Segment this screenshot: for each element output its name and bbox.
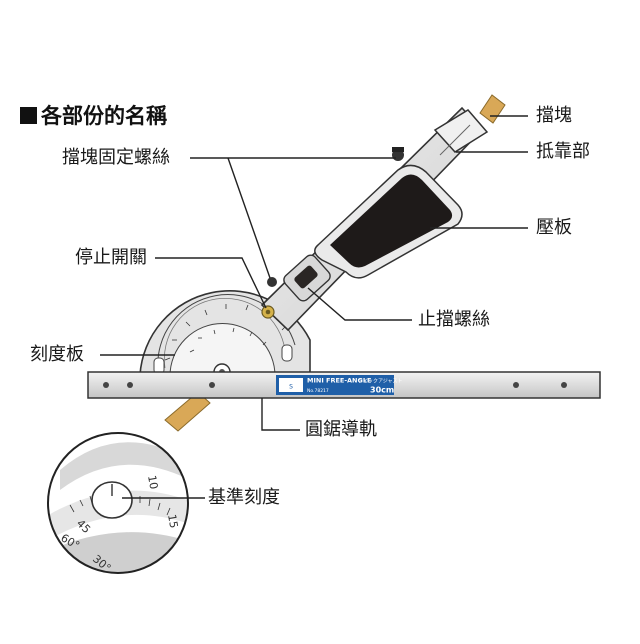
label-abutment: 抵靠部	[536, 141, 590, 162]
stop-switch-knob	[261, 305, 275, 319]
svg-text:S: S	[289, 384, 293, 391]
product-name: MINI FREE-ANGLE	[307, 377, 371, 385]
label-saw-rail: 圓鋸導軌	[305, 419, 377, 440]
leader-stop-switch	[155, 257, 267, 309]
heading-text: 各部份的名稱	[41, 104, 167, 128]
product-model: No.78217	[307, 388, 329, 394]
lower-knob	[267, 277, 277, 287]
wood-rod	[164, 94, 506, 432]
label-block: 擋塊	[536, 105, 572, 126]
leader-saw-rail	[261, 398, 300, 431]
label-scale-plate: 刻度板	[30, 344, 84, 365]
page-heading: 各部份的名稱	[20, 100, 167, 130]
product-size: 30cm	[370, 386, 394, 395]
square-bullet-icon	[20, 107, 37, 124]
svg-text:10: 10	[145, 474, 160, 490]
block-screw-knob	[392, 147, 404, 161]
leader-lines	[100, 115, 528, 499]
svg-text:15: 15	[165, 513, 180, 529]
stop-screw-housing	[283, 254, 331, 302]
leader-block-screw-down	[227, 157, 271, 279]
zoom-view: 60° 30° 45 10 15	[47, 432, 189, 574]
label-stop-switch: 停止開關	[75, 247, 147, 268]
leader-stop-screw	[307, 287, 412, 321]
pressure-plate	[314, 164, 463, 279]
label-stop-screw: 止擋螺絲	[418, 309, 490, 330]
label-pressure-plate: 壓板	[536, 217, 572, 238]
label-reference-scale: 基準刻度	[208, 487, 280, 508]
label-block-screw: 擋塊固定螺絲	[62, 147, 170, 168]
saw-rail: S	[87, 371, 601, 399]
product-subtitle: クイックアジャスト	[358, 379, 403, 385]
